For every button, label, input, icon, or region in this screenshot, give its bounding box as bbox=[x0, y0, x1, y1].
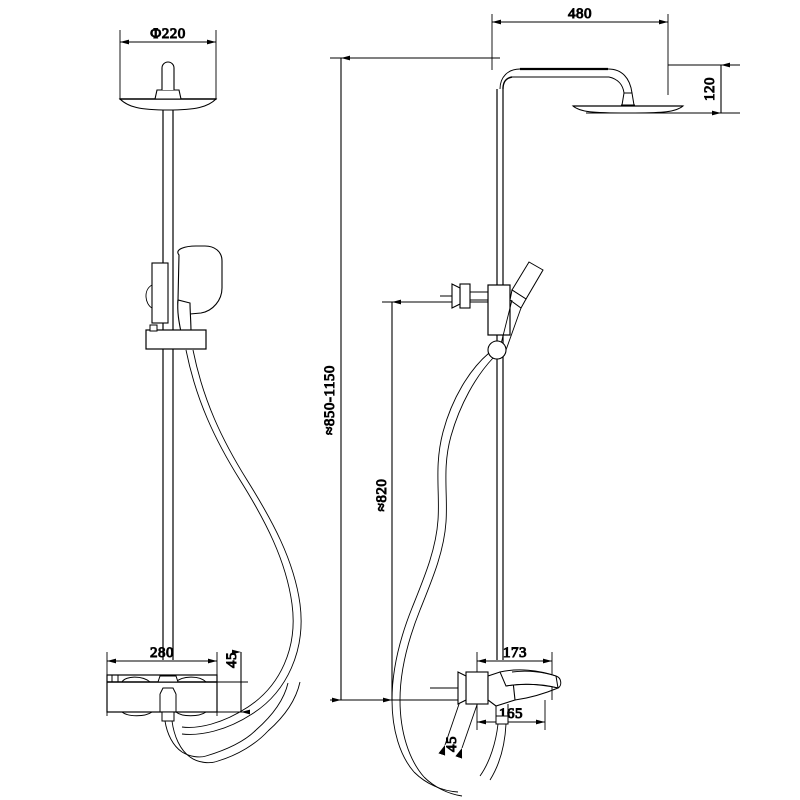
dim-inlet-offset: 45 bbox=[438, 671, 488, 759]
dim-label-spout-projection: 173 bbox=[503, 645, 527, 661]
slide-bracket bbox=[145, 324, 207, 350]
riser-rail bbox=[162, 110, 174, 660]
dim-label-riser-height: ≈850-1150 bbox=[322, 365, 338, 435]
flexible-hose-side bbox=[391, 352, 494, 797]
dim-label-head-diameter: Φ220 bbox=[150, 26, 185, 42]
hand-shower bbox=[145, 245, 223, 333]
hand-shower-holder bbox=[440, 283, 511, 336]
dim-label-body-depth-left: 45 bbox=[224, 652, 240, 668]
dim-rail-height: ≈820 bbox=[374, 299, 492, 703]
dim-label-rail-height: ≈820 bbox=[374, 479, 390, 512]
overhead-shower-head-side bbox=[571, 92, 685, 114]
flexible-hose-tail bbox=[164, 681, 301, 764]
mixer-valve-body bbox=[106, 674, 248, 722]
dim-label-arm-length: 480 bbox=[568, 6, 592, 22]
mixer-valve-body-side bbox=[430, 669, 562, 781]
dim-label-body-width: 280 bbox=[150, 645, 174, 661]
overhead-shower-head bbox=[118, 61, 218, 111]
front-view: Φ220 bbox=[106, 26, 302, 764]
dim-head-height: 120 bbox=[668, 62, 740, 116]
dim-arm-length: 480 bbox=[491, 6, 669, 95]
dim-head-diameter: Φ220 bbox=[119, 26, 217, 100]
riser-rail-side bbox=[496, 89, 504, 660]
dim-label-head-height: 120 bbox=[702, 77, 718, 101]
dim-body-depth-left: 45 bbox=[217, 649, 250, 715]
dim-label-inlet-offset: 45 bbox=[444, 736, 460, 752]
hand-shower-side bbox=[499, 261, 544, 351]
side-view: 480 120 bbox=[391, 6, 740, 797]
hose-joint bbox=[487, 340, 507, 360]
shower-arm bbox=[499, 67, 633, 94]
dim-riser-height: ≈850-1150 bbox=[322, 55, 500, 703]
